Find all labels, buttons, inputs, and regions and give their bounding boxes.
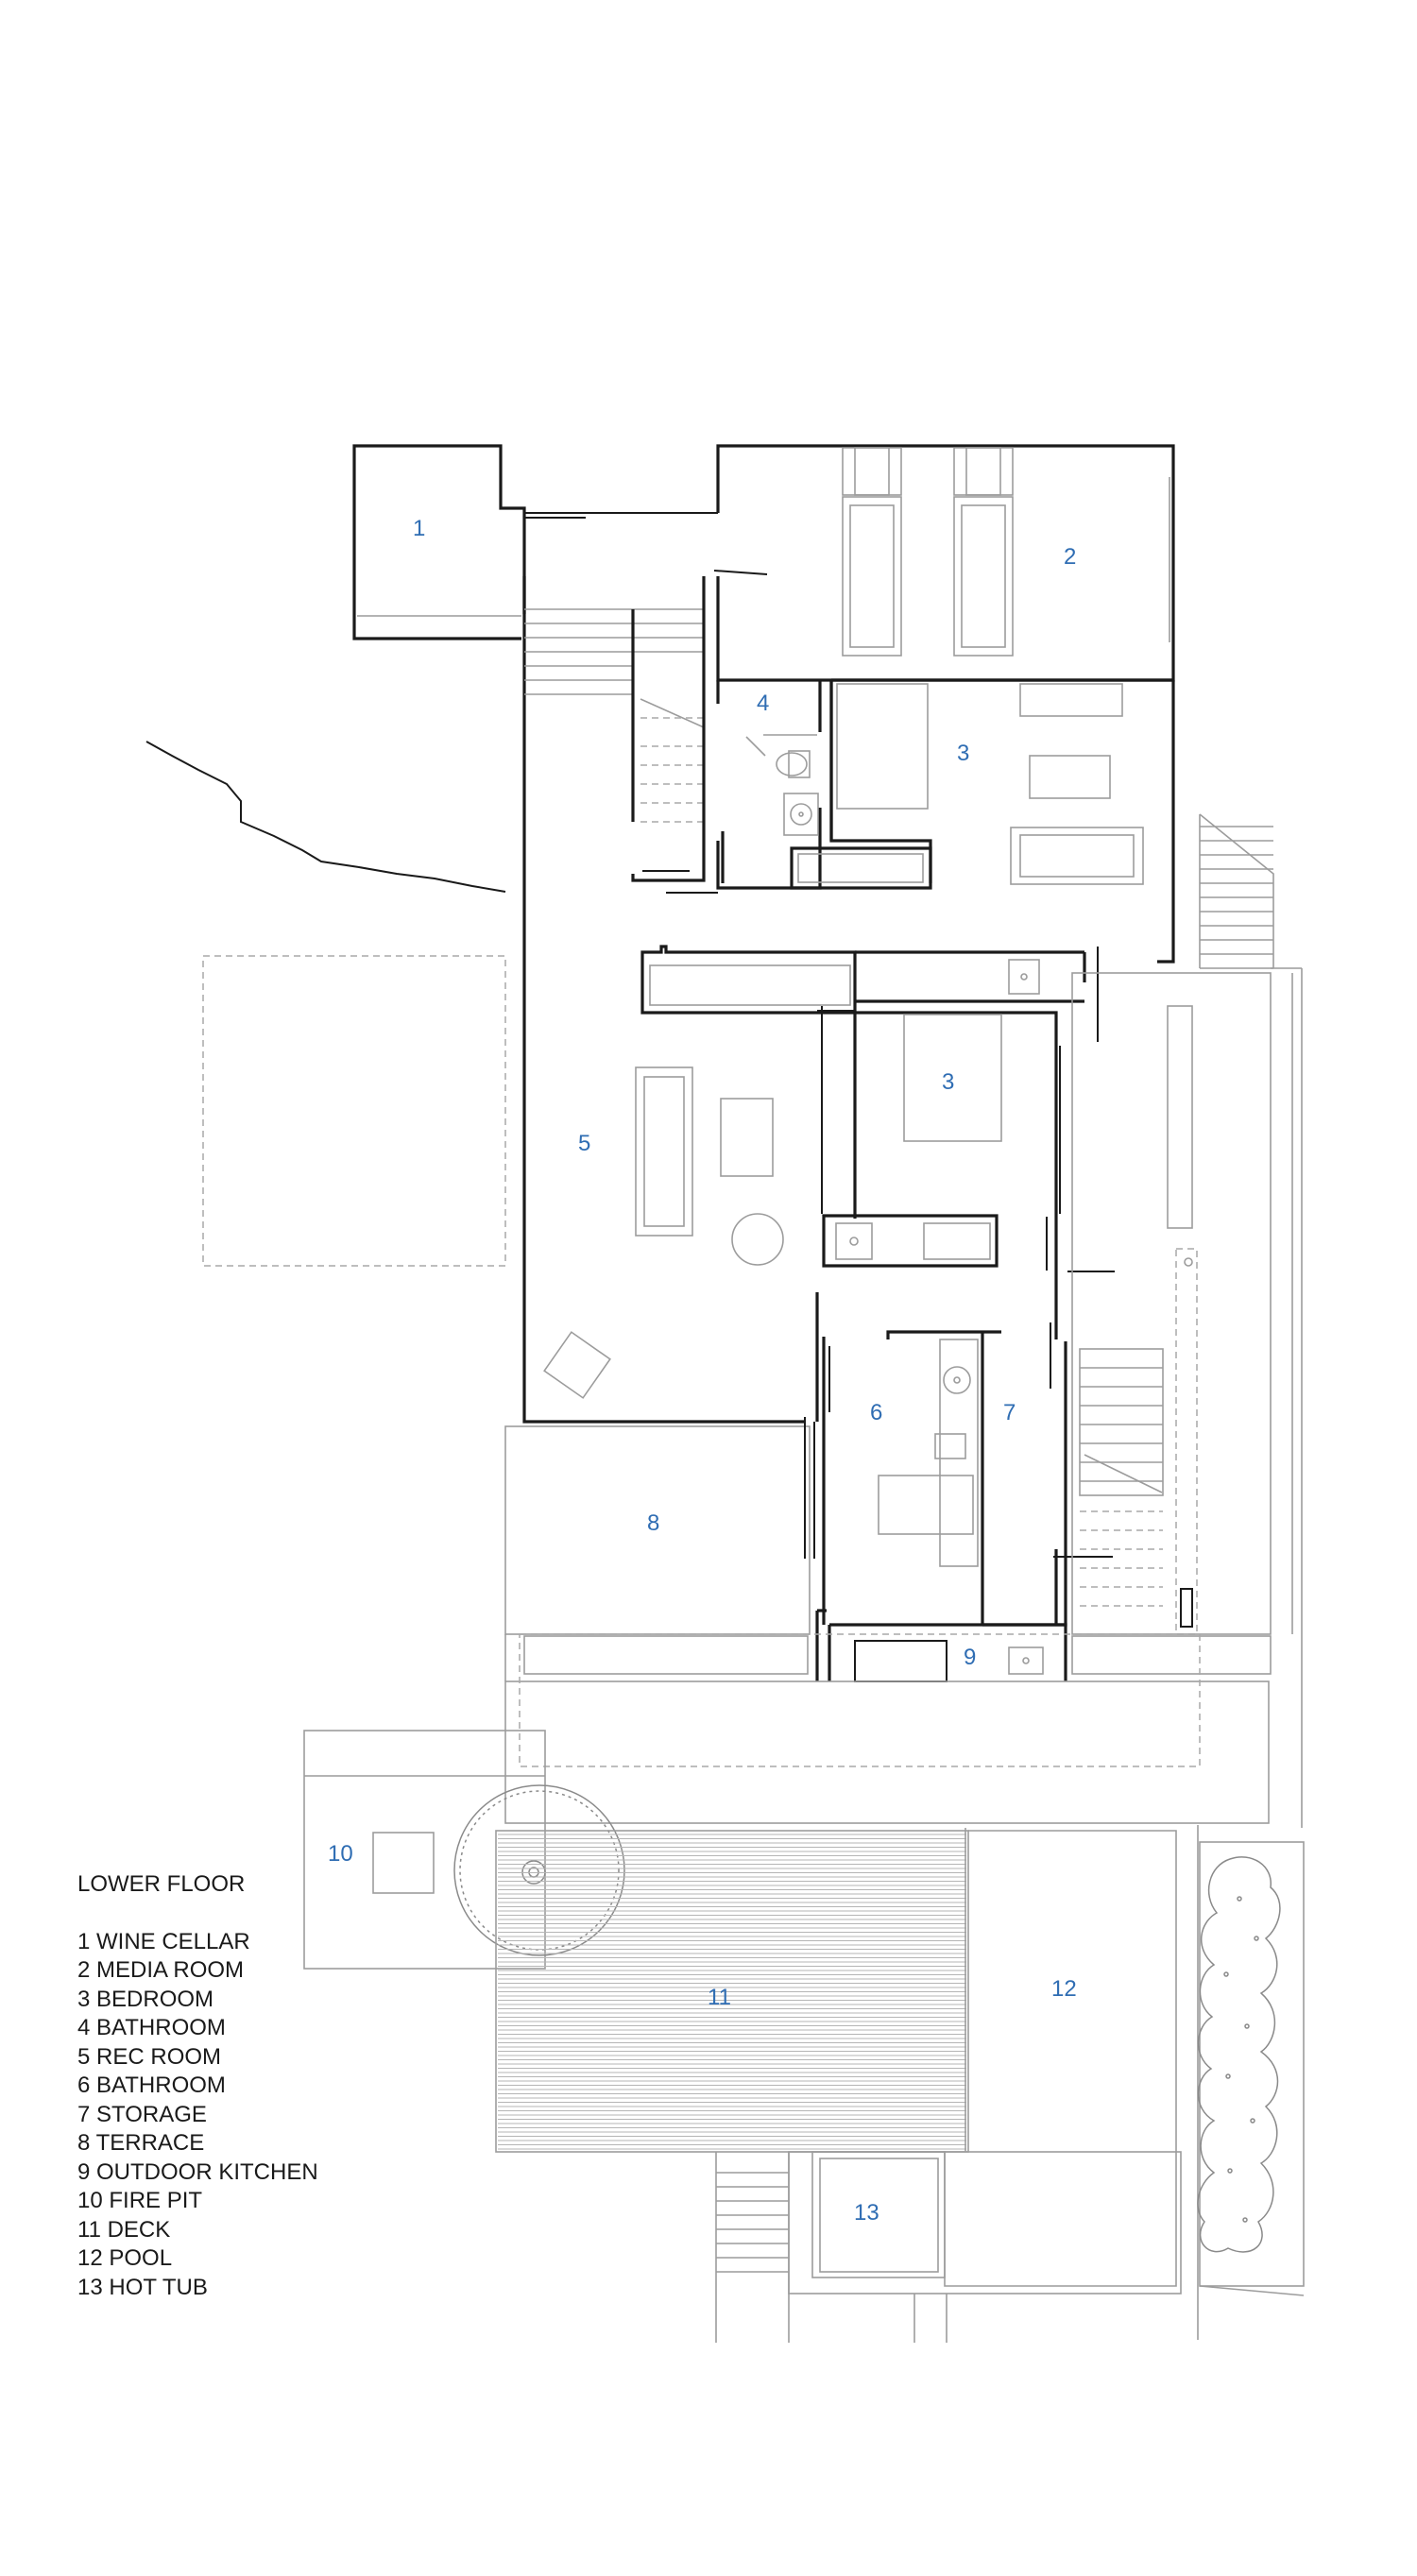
- sofa: [1010, 827, 1144, 885]
- coffee-table: [720, 1098, 774, 1177]
- fire-pit-pad: [303, 1730, 546, 1970]
- pool-outline: [944, 1830, 1177, 2287]
- wall-wine-cellar: [352, 444, 526, 640]
- legend-item: 8 TERRACE: [77, 2130, 205, 2156]
- media-seat-right: [953, 496, 1014, 657]
- counter-sink: [855, 950, 1084, 1003]
- recliner: [953, 447, 1014, 496]
- legend-item: 12 POOL: [77, 2245, 173, 2271]
- plan-title: LOWER FLOOR: [77, 1871, 246, 1897]
- overhang-outline: [202, 955, 506, 1267]
- legend-item: 10 FIRE PIT: [77, 2188, 203, 2213]
- wall-bedroom-lower: [853, 1011, 1058, 1261]
- room-label-3-lower: 3: [942, 1069, 954, 1095]
- legend-item: 11 DECK: [77, 2216, 171, 2243]
- round-table: [731, 1213, 784, 1266]
- room-label-4: 4: [757, 691, 769, 716]
- armchair: [543, 1331, 611, 1399]
- stair-lower-treads: [1080, 1367, 1163, 1607]
- legend-item: 6 BATHROOM: [77, 2073, 226, 2098]
- recliner: [842, 447, 902, 496]
- terrain-line: [145, 741, 506, 893]
- wall-cellar-media-link: [716, 444, 733, 513]
- legend-item: 5 REC ROOM: [77, 2043, 222, 2070]
- shaft-dashed: [1175, 1248, 1198, 1635]
- deck: [498, 1834, 966, 2150]
- bathtub: [790, 846, 932, 890]
- wall-stair-core: [631, 576, 706, 882]
- walkway: [1071, 972, 1272, 1635]
- wall-media-room: [716, 444, 1175, 682]
- legend-item: 7 STORAGE: [77, 2101, 207, 2127]
- basin: [783, 793, 819, 836]
- room-label-7: 7: [1003, 1400, 1016, 1425]
- room-label-9: 9: [964, 1645, 976, 1670]
- deck-outline: [495, 1830, 969, 2153]
- room-label-2: 2: [1064, 544, 1076, 570]
- legend: LOWER FLOOR 1 WINE CELLAR 2 MEDIA ROOM 3 B…: [77, 1870, 318, 2302]
- wall-kitchenette: [640, 945, 857, 1015]
- shrub-dots: [1223, 1896, 1259, 2223]
- hot-tub: [811, 2151, 946, 2278]
- legend-item: 4 BATHROOM: [77, 2015, 226, 2040]
- fire-pit: [372, 1832, 435, 1894]
- toilet: [934, 1433, 966, 1459]
- room-label-1: 1: [413, 516, 425, 541]
- legend-item: 9 OUTDOOR KITCHEN: [77, 2158, 318, 2185]
- room-label-11: 11: [708, 1985, 731, 2010]
- bench: [1029, 755, 1111, 799]
- media-seat-left: [842, 496, 902, 657]
- room-label-12: 12: [1051, 1976, 1077, 2002]
- bed: [836, 683, 929, 810]
- planter: [1199, 1841, 1305, 2287]
- vanity: [878, 1475, 974, 1535]
- stair-east-treads: [1200, 826, 1273, 969]
- stair-lower: [1079, 1348, 1164, 1496]
- legend-list: 1 WINE CELLAR 2 MEDIA ROOM 3 BEDROOM 4 BATH…: [77, 1928, 318, 2303]
- legend-item: 3 BEDROOM: [77, 1986, 214, 2012]
- wall-outdoor-kitchen: [815, 1609, 1067, 1681]
- shrub-hedge: [1197, 1856, 1281, 2253]
- room-label-13: 13: [854, 2200, 879, 2226]
- wall-bedroom-bath: [822, 1214, 999, 1268]
- toilet: [788, 750, 811, 778]
- paving-dashed: [519, 1633, 1201, 1767]
- outdoor-sink: [1008, 1646, 1044, 1675]
- stair-hot-tub: [715, 2152, 790, 2343]
- tree: [453, 1784, 625, 1956]
- room-label-10: 10: [328, 1841, 353, 1867]
- legend-item: 13 HOT TUB: [77, 2274, 208, 2300]
- wall-east-upper: [1157, 680, 1175, 964]
- room-label-3-upper: 3: [957, 741, 969, 766]
- legend-item: 1 WINE CELLAR: [77, 1928, 250, 1954]
- room-label-5: 5: [578, 1131, 590, 1156]
- wall-storage-7: [982, 1261, 1067, 1627]
- stair-east: [1199, 813, 1274, 968]
- bed: [903, 1014, 1002, 1142]
- room-label-6: 6: [870, 1400, 882, 1425]
- paving-strip: [504, 1680, 1270, 1824]
- wall-main-west: [522, 576, 805, 1424]
- grill: [854, 1640, 948, 1682]
- room-label-8: 8: [647, 1510, 659, 1536]
- shower-basin: [939, 1339, 979, 1567]
- legend-item: 2 MEDIA ROOM: [77, 1957, 245, 1983]
- sofa: [635, 1066, 693, 1237]
- tv-console: [1019, 683, 1123, 717]
- wall-bathroom-6: [815, 1292, 1001, 1625]
- stair-upper: [524, 608, 705, 823]
